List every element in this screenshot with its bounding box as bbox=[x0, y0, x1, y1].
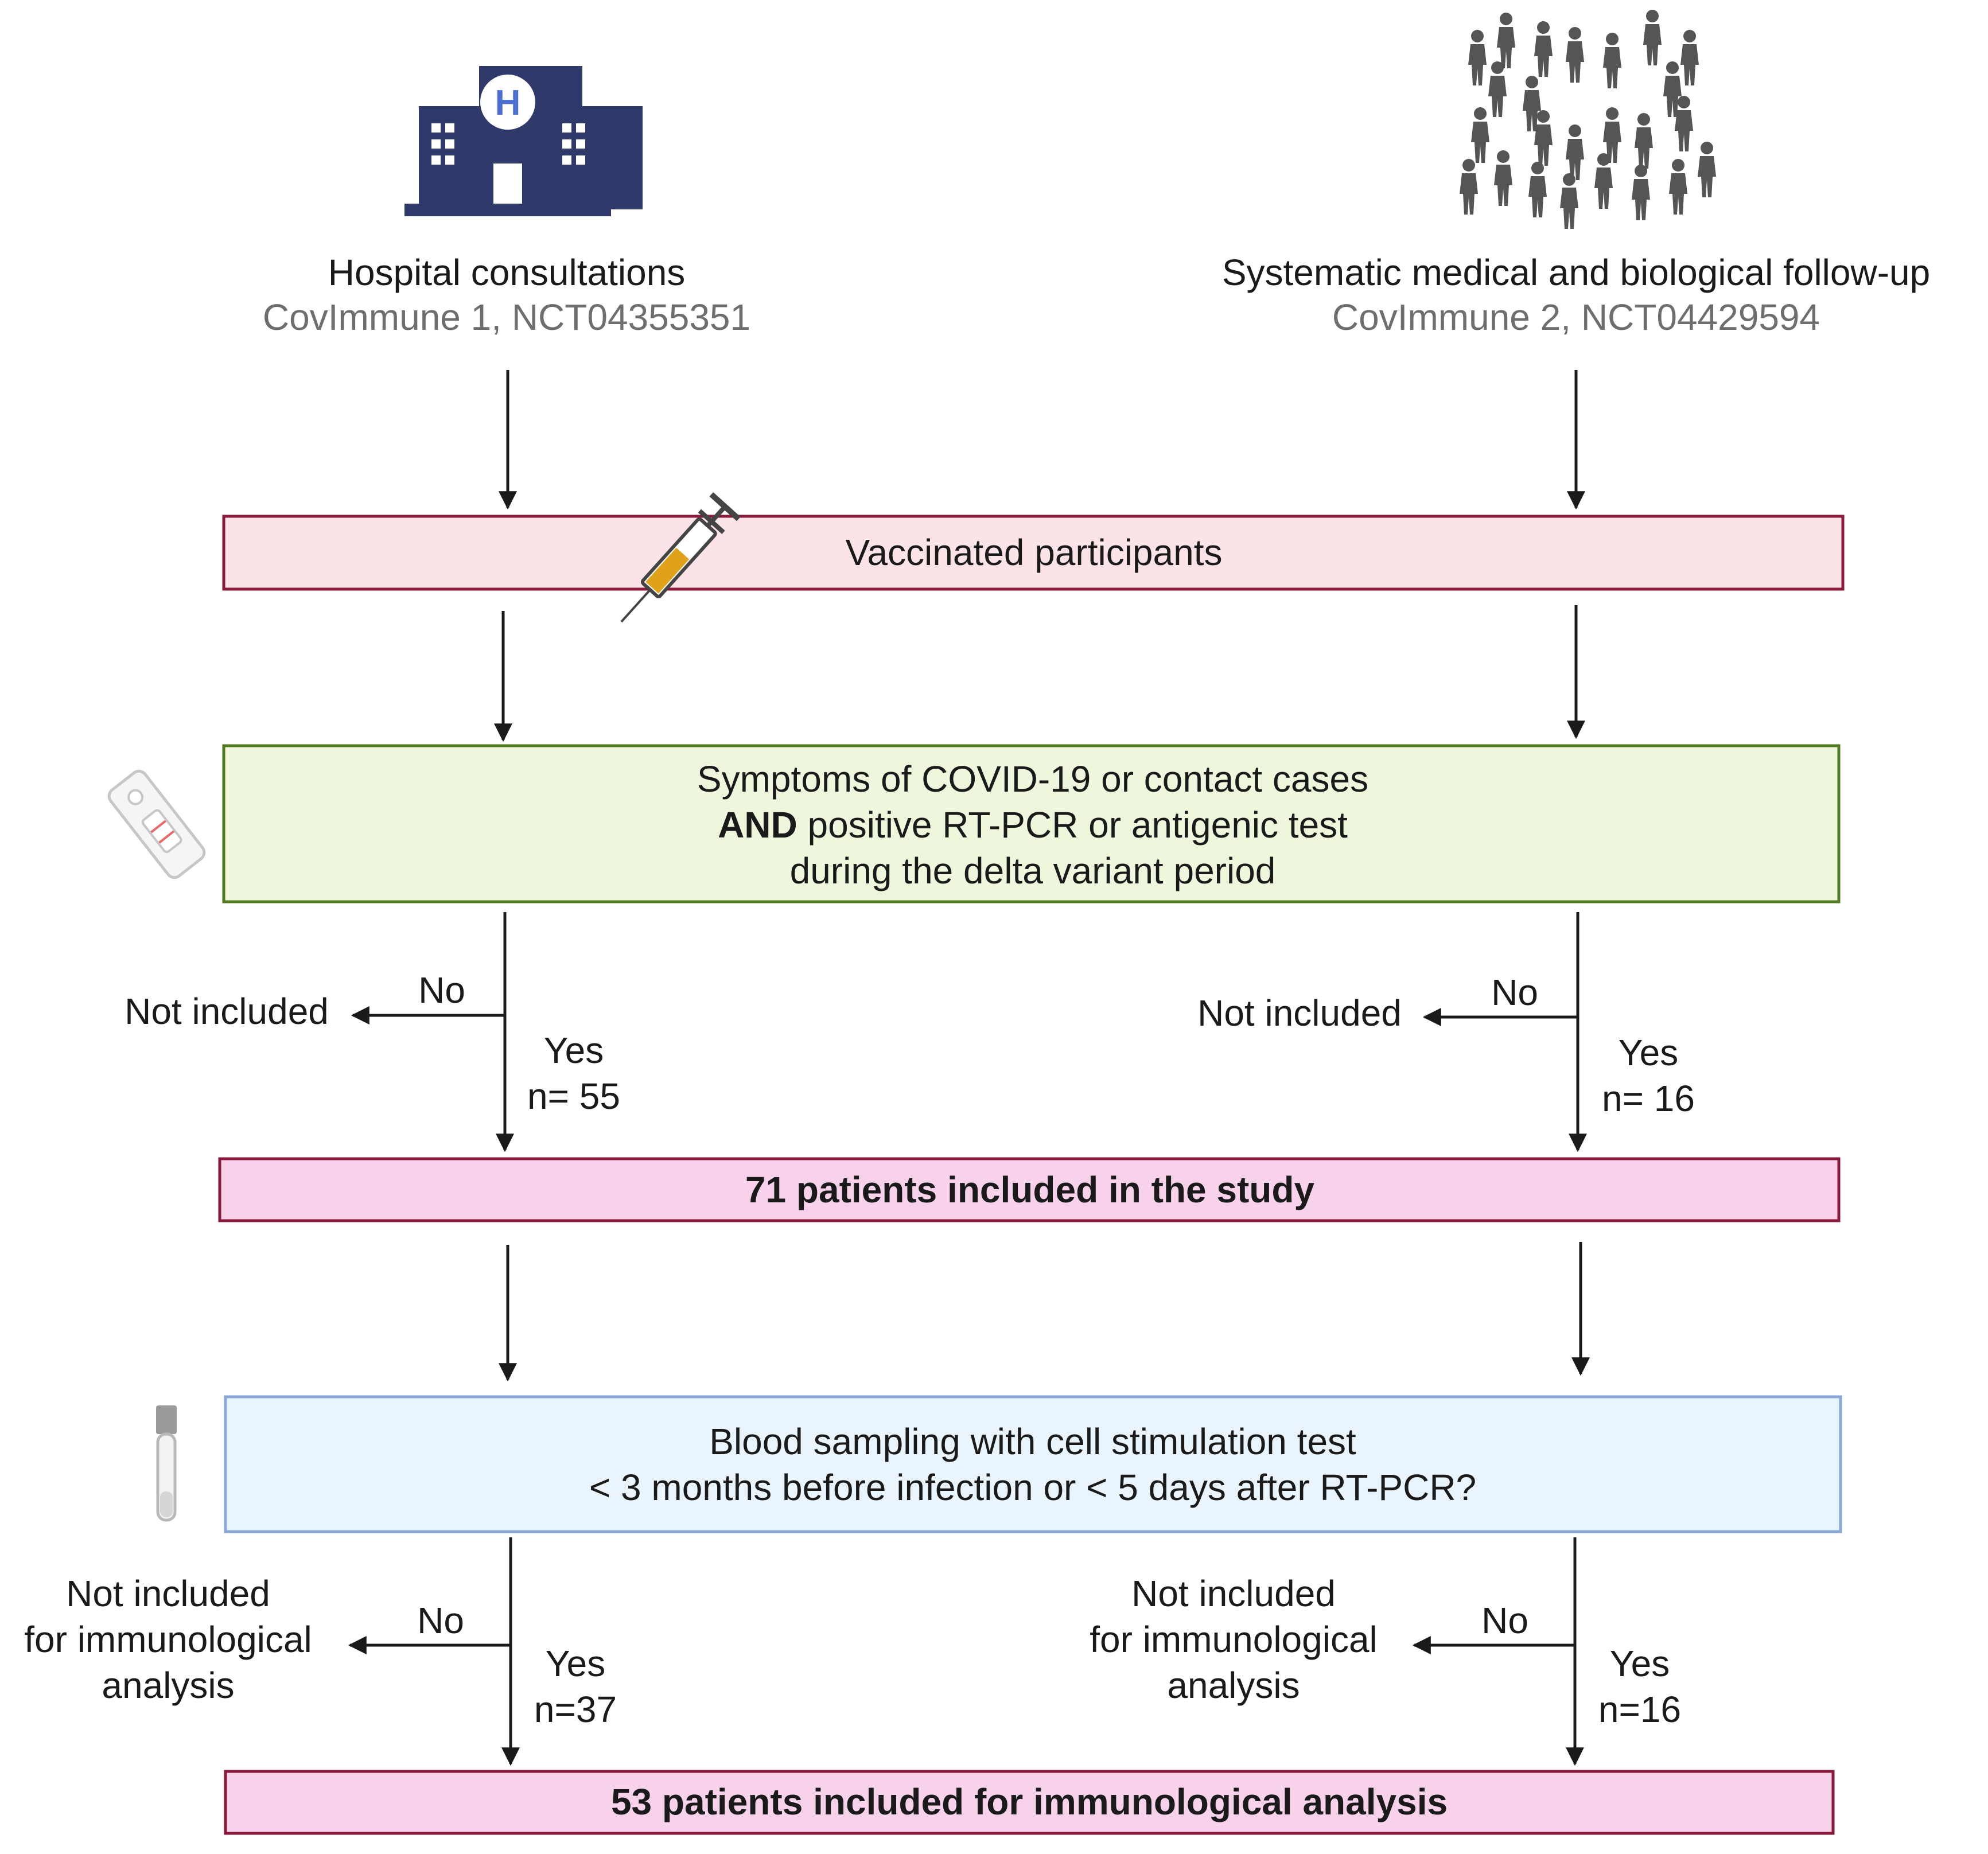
vaccinated-label: Vaccinated participants bbox=[846, 532, 1223, 573]
blood-line1: Blood sampling with cell stimulation tes… bbox=[709, 1421, 1356, 1462]
branch1-left-no: No bbox=[418, 969, 465, 1011]
arrows-to-vaccinated bbox=[499, 370, 1585, 510]
svg-text:H: H bbox=[495, 83, 521, 123]
branch1-right-no: No bbox=[1491, 972, 1538, 1013]
symptoms-line3: during the delta variant period bbox=[790, 850, 1276, 891]
branch1-right-yes: Yes bbox=[1619, 1032, 1678, 1073]
branch2-right-no: No bbox=[1481, 1600, 1528, 1641]
branch2-right-excluded: Not included for immunological analysis bbox=[1090, 1573, 1378, 1706]
left-source-subtitle: CovImmune 1, NCT04355351 bbox=[263, 297, 750, 338]
symptoms-line2-rest: positive RT-PCR or antigenic test bbox=[797, 804, 1348, 846]
branch1-left-yes: Yes bbox=[544, 1030, 604, 1071]
branch2-right-yes: Yes bbox=[1610, 1643, 1670, 1684]
arrows-to-symptoms bbox=[494, 605, 1585, 742]
right-source-subtitle: CovImmune 2, NCT04429594 bbox=[1332, 297, 1820, 338]
branch2-left-n: n=37 bbox=[534, 1689, 617, 1730]
left-source-title: Hospital consultations bbox=[328, 252, 686, 293]
branch1-right-n: n= 16 bbox=[1602, 1078, 1695, 1119]
vaccinated-box: Vaccinated participants bbox=[222, 515, 1845, 591]
branch2-right-excluded-line1: Not included bbox=[1131, 1573, 1336, 1614]
people-crowd-icon bbox=[1460, 10, 1716, 229]
branch1-right-excluded: Not included bbox=[1197, 992, 1402, 1034]
branch2-left-no: No bbox=[417, 1600, 464, 1641]
hospital-icon: H bbox=[404, 66, 643, 216]
blood-box: Blood sampling with cell stimulation tes… bbox=[224, 1395, 1842, 1533]
branch1-left-excluded: Not included bbox=[125, 991, 329, 1032]
arrows-to-blood bbox=[499, 1242, 1590, 1382]
branch1-lines bbox=[351, 912, 1587, 1152]
symptoms-line1: Symptoms of COVID-19 or contact cases bbox=[697, 758, 1368, 800]
blood-line2: < 3 months before infection or < 5 days … bbox=[589, 1467, 1476, 1508]
branch2-left-excluded: Not included for immunological analysis bbox=[24, 1573, 312, 1706]
included-box: 71 patients included in the study bbox=[218, 1157, 1841, 1222]
rapid-test-icon bbox=[107, 769, 206, 879]
branch2-left-excluded-line3: analysis bbox=[102, 1665, 234, 1706]
symptoms-line2-bold: AND bbox=[718, 804, 797, 846]
branch2-left-yes: Yes bbox=[546, 1643, 605, 1684]
final-box: 53 patients included for immunological a… bbox=[224, 1770, 1835, 1835]
blood-tube-icon bbox=[156, 1405, 177, 1522]
branch2-lines bbox=[348, 1537, 1584, 1766]
right-source-title: Systematic medical and biological follow… bbox=[1222, 252, 1930, 293]
branch2-right-excluded-line2: for immunological bbox=[1090, 1619, 1378, 1660]
branch2-right-n: n=16 bbox=[1598, 1689, 1681, 1730]
branch2-right-excluded-line3: analysis bbox=[1167, 1665, 1300, 1706]
final-label: 53 patients included for immunological a… bbox=[611, 1781, 1448, 1822]
symptoms-line2: AND positive RT-PCR or antigenic test bbox=[718, 804, 1348, 846]
included-label: 71 patients included in the study bbox=[745, 1169, 1315, 1210]
syringe-icon bbox=[620, 492, 741, 623]
branch2-left-excluded-line1: Not included bbox=[66, 1573, 270, 1614]
branch2-left-excluded-line2: for immunological bbox=[24, 1619, 312, 1660]
branch1-left-n: n= 55 bbox=[527, 1076, 620, 1117]
symptoms-box: Symptoms of COVID-19 or contact cases AN… bbox=[222, 744, 1841, 903]
